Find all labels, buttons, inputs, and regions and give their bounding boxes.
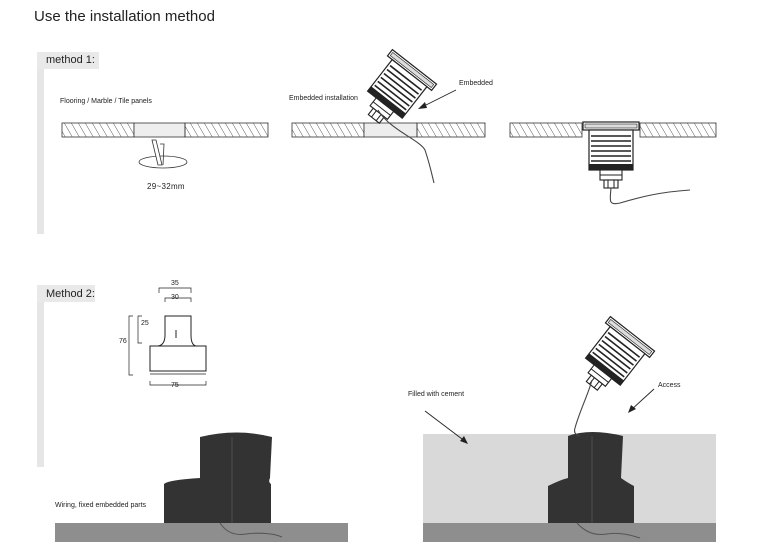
hole-size-label: 29~32mm bbox=[147, 182, 185, 191]
cable-3 bbox=[219, 522, 283, 538]
method1-sidebar bbox=[37, 54, 44, 234]
method1-label: method 1: bbox=[46, 54, 95, 66]
dim-76: 76 bbox=[119, 338, 127, 345]
method2-tab bbox=[37, 285, 95, 302]
floor-panel-1 bbox=[61, 122, 269, 138]
cable-4 bbox=[576, 522, 641, 539]
floor-panel-3 bbox=[509, 122, 717, 138]
panels-label: Flooring / Marble / Tile panels bbox=[60, 98, 152, 105]
method2-sidebar bbox=[37, 285, 44, 467]
installed-lamp bbox=[582, 121, 640, 189]
cable-5 bbox=[574, 379, 593, 437]
embedded-label: Embedded bbox=[459, 80, 493, 87]
tilted-lamp-2 bbox=[568, 315, 656, 404]
access-label: Access bbox=[658, 382, 681, 389]
dim-75: 75 bbox=[171, 382, 179, 389]
method1-tab bbox=[37, 52, 99, 69]
ground-slab-left bbox=[55, 523, 348, 542]
access-arrow bbox=[628, 388, 655, 413]
wiring-label: Wiring, fixed embedded parts bbox=[55, 502, 147, 509]
ground-slab-right bbox=[423, 523, 716, 542]
dim-30: 30 bbox=[171, 294, 179, 301]
cement-arrow bbox=[424, 410, 468, 444]
embedded-installation-label: Embedded installation bbox=[289, 95, 358, 102]
drill-hole-icon bbox=[138, 139, 188, 169]
cable-1 bbox=[377, 109, 435, 184]
embedded-arrow bbox=[418, 89, 457, 109]
dim-25: 25 bbox=[141, 320, 149, 327]
method2-label: Method 2: bbox=[46, 288, 95, 300]
embedded-part-right bbox=[548, 432, 634, 523]
embedded-part-left bbox=[164, 432, 272, 523]
dimension-drawing bbox=[128, 287, 207, 386]
dim-35: 35 bbox=[171, 280, 179, 287]
page-title: Use the installation method bbox=[34, 8, 215, 25]
cable-2 bbox=[609, 187, 691, 205]
cement-label: Filled with cement bbox=[408, 391, 465, 398]
floor-panel-2 bbox=[291, 122, 486, 138]
